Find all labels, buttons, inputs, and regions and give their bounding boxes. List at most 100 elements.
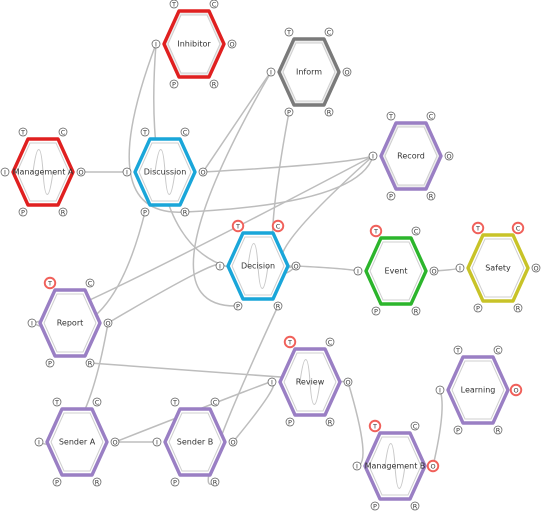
port-i-decision[interactable]: I (215, 261, 225, 271)
port-r-inform[interactable]: R (324, 107, 334, 117)
port-t-decision[interactable]: T (231, 219, 245, 233)
port-t-inform[interactable]: T (284, 27, 294, 37)
port-o-management-b[interactable]: O (426, 459, 440, 473)
port-c-learning[interactable]: C (493, 345, 503, 355)
port-c-inhibitor[interactable]: C (209, 0, 219, 9)
port-i-event[interactable]: I (353, 266, 363, 276)
port-p-decision[interactable]: P (233, 301, 243, 311)
port-r-learning[interactable]: R (493, 425, 503, 435)
port-o-record[interactable]: O (444, 151, 454, 161)
port-t-event[interactable]: T (369, 224, 383, 238)
port-o-learning[interactable]: O (509, 383, 523, 397)
port-r-management-b[interactable]: R (410, 501, 420, 511)
port-p-inhibitor[interactable]: P (169, 79, 179, 89)
port-p-inform[interactable]: P (284, 107, 294, 117)
port-t-management-b[interactable]: T (368, 419, 382, 433)
port-r-sender-b[interactable]: R (210, 477, 220, 487)
port-r-sender-a[interactable]: R (92, 477, 102, 487)
port-c-report[interactable]: C (85, 278, 95, 288)
node-learning[interactable]: Learning T C I O P R (435, 345, 523, 435)
port-o-event[interactable]: O (429, 266, 439, 276)
port-p-sender-a[interactable]: P (52, 477, 62, 487)
port-p-event[interactable]: P (371, 306, 381, 316)
port-o-sender-b[interactable]: O (228, 437, 238, 447)
port-r-report[interactable]: R (85, 358, 95, 368)
port-i-inform[interactable]: I (266, 67, 276, 77)
port-p-safety[interactable]: P (473, 303, 483, 313)
port-c-record[interactable]: C (426, 111, 436, 121)
port-o-management-a[interactable]: O (76, 167, 86, 177)
port-c-sender-b[interactable]: C (210, 397, 220, 407)
port-i-review[interactable]: I (267, 377, 277, 387)
port-t-management-a[interactable]: T (18, 127, 28, 137)
port-i-discussion[interactable]: I (122, 167, 132, 177)
port-o-decision[interactable]: O (291, 261, 301, 271)
port-p-management-b[interactable]: P (370, 501, 380, 511)
port-p-report[interactable]: P (45, 358, 55, 368)
port-r-record[interactable]: R (426, 191, 436, 201)
node-label: Learning (461, 386, 496, 395)
port-r-management-a[interactable]: R (58, 207, 68, 217)
port-i-safety[interactable]: I (455, 263, 465, 273)
port-i-management-b[interactable]: I (352, 461, 362, 471)
port-c-event[interactable]: C (411, 226, 421, 236)
port-i-inhibitor[interactable]: I (151, 39, 161, 49)
port-t-review[interactable]: T (283, 335, 297, 349)
port-i-sender-b[interactable]: I (152, 437, 162, 447)
port-r-inhibitor[interactable]: R (209, 79, 219, 89)
port-t-sender-b[interactable]: T (170, 397, 180, 407)
port-r-discussion[interactable]: R (180, 207, 190, 217)
port-o-inhibitor[interactable]: O (227, 39, 237, 49)
port-t-inhibitor[interactable]: T (169, 0, 179, 9)
port-p-learning[interactable]: P (453, 425, 463, 435)
port-t-record[interactable]: T (386, 111, 396, 121)
port-c-decision[interactable]: C (271, 219, 285, 233)
port-letter: I (156, 438, 158, 446)
port-i-learning[interactable]: I (435, 385, 445, 395)
port-c-inform[interactable]: C (324, 27, 334, 37)
port-o-inform[interactable]: O (342, 67, 352, 77)
port-t-report[interactable]: T (43, 276, 57, 290)
port-r-decision[interactable]: R (273, 301, 283, 311)
port-r-review[interactable]: R (325, 417, 335, 427)
port-o-sender-a[interactable]: O (110, 437, 120, 447)
port-t-safety[interactable]: T (471, 221, 485, 235)
port-o-safety[interactable]: O (531, 263, 541, 273)
port-p-review[interactable]: P (285, 417, 295, 427)
port-c-management-b[interactable]: C (410, 421, 420, 431)
port-i-sender-a[interactable]: I (34, 437, 44, 447)
port-i-management-a[interactable]: I (0, 167, 10, 177)
port-i-record[interactable]: I (368, 151, 378, 161)
port-r-event[interactable]: R (411, 306, 421, 316)
port-o-review[interactable]: O (343, 377, 353, 387)
port-c-discussion[interactable]: C (180, 127, 190, 137)
port-p-management-a[interactable]: P (18, 207, 28, 217)
port-t-discussion[interactable]: T (140, 127, 150, 137)
port-t-sender-a[interactable]: T (52, 397, 62, 407)
port-p-sender-b[interactable]: P (170, 477, 180, 487)
port-p-record[interactable]: P (386, 191, 396, 201)
port-i-report[interactable]: I (27, 318, 37, 328)
port-o-report[interactable]: O (103, 318, 113, 328)
port-c-management-a[interactable]: C (58, 127, 68, 137)
port-o-discussion[interactable]: O (198, 167, 208, 177)
port-t-learning[interactable]: T (453, 345, 463, 355)
port-c-review[interactable]: C (325, 337, 335, 347)
port-p-discussion[interactable]: P (140, 207, 150, 217)
port-c-sender-a[interactable]: C (92, 397, 102, 407)
port-c-safety[interactable]: C (511, 221, 525, 235)
port-r-safety[interactable]: R (513, 303, 523, 313)
